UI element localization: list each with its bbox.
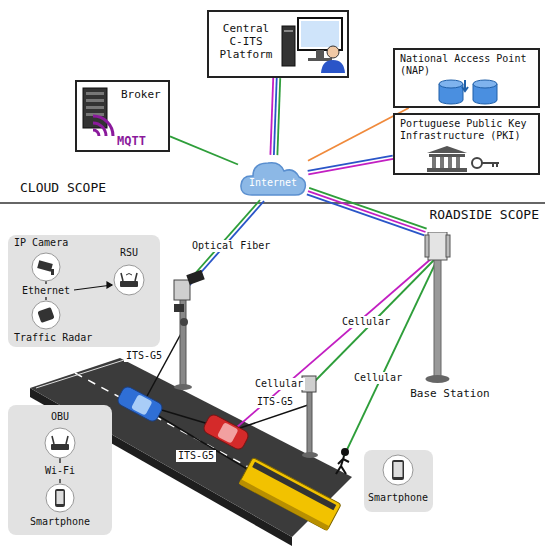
radar-node: Traffic Radar (14, 299, 102, 345)
link-line (308, 191, 425, 232)
cellular-lines (236, 258, 436, 456)
node-text: Ethernet (20, 285, 72, 297)
link-label: Cellular (253, 378, 305, 390)
obu-node: OBU (30, 409, 90, 461)
camera-node: IP Camera (14, 237, 86, 285)
database-icon (437, 78, 499, 106)
network-link (270, 78, 280, 155)
network-link (308, 156, 394, 175)
rsu-pole (174, 270, 205, 390)
computer-icon (281, 16, 347, 74)
obu-icon (44, 427, 76, 459)
node-text: Traffic Radar (14, 332, 102, 344)
network-link (170, 136, 238, 164)
link-line (274, 78, 277, 155)
pki-box: Portuguese Public Key Infrastructure (PK… (393, 113, 540, 175)
node-text: Broker (121, 88, 167, 101)
internet-cloud: Internet (238, 155, 308, 203)
server-icon (81, 86, 123, 148)
smartphone-icon (45, 483, 75, 513)
link-label: ITS-G5 (255, 396, 295, 408)
scope-label: CLOUD SCOPE (18, 180, 108, 196)
link-label: ITS-G5 (124, 350, 164, 362)
node-text: MQTT (117, 134, 167, 148)
node-text: OBU (30, 411, 90, 423)
scope-divider (0, 202, 545, 204)
node-text: Portuguese Public Key Infrastructure (PK… (400, 118, 535, 142)
broker-box: BrokerMQTT (75, 80, 170, 152)
link-line (309, 188, 426, 229)
node-text: National Access Point (NAP) (400, 53, 535, 77)
node-text: Internet (242, 177, 304, 189)
link-line (270, 78, 273, 155)
node-text: Smartphone (20, 516, 100, 528)
nap-box: National Access Point (NAP) (393, 48, 540, 108)
link-line (277, 78, 280, 155)
its-g5-lines (146, 330, 308, 478)
link-label: Cellular (352, 372, 404, 384)
node-text: Base Station (408, 387, 492, 401)
bus (239, 457, 341, 530)
rsu-panel: Ethernet IP Camera RSU Traffic Radar (8, 235, 160, 347)
node-text: Central C-ITS Platform (213, 22, 279, 61)
obu-panel: Wi-Fi OBU Smartphone (8, 405, 112, 535)
smartphone-icon (382, 454, 414, 486)
network-link (307, 188, 427, 235)
rsu-icon (113, 264, 145, 296)
radar-icon (31, 300, 61, 330)
link-label: ITS-G5 (176, 450, 216, 462)
rsu-node: RSU (104, 245, 154, 301)
link-line (170, 136, 238, 164)
red-car (202, 413, 250, 451)
base-station-node: Base Station (408, 232, 492, 404)
camera-icon (31, 252, 61, 282)
link-line (308, 159, 393, 174)
pedestrian-phone-panel: Smartphone (364, 450, 433, 512)
pedestrian (336, 449, 349, 474)
node-text: IP Camera (14, 237, 86, 249)
smartphone-node: Smartphone (20, 483, 100, 531)
link-label: Cellular (340, 316, 392, 328)
public-building-icon (425, 145, 509, 173)
scope-label: ROADSIDE SCOPE (427, 207, 541, 223)
link-line (307, 194, 424, 235)
platform-box: Central C-ITS Platform (207, 10, 349, 78)
road-edge (36, 360, 124, 388)
node-text: Wi-Fi (38, 465, 82, 477)
link-label: Optical Fiber (190, 240, 272, 252)
node-text: RSU (104, 247, 154, 259)
blue-car (116, 385, 164, 423)
node-text: Smartphone (366, 492, 430, 504)
base-station-tower (408, 232, 492, 384)
link-line (308, 156, 393, 171)
